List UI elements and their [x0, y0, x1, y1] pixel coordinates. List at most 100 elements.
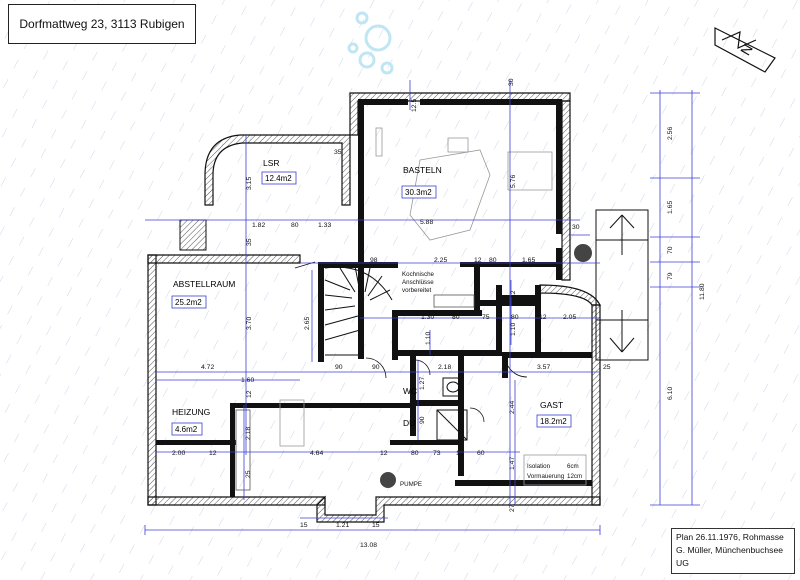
- room-heizung-name: HEIZUNG: [172, 407, 210, 417]
- dim-label: 1.21: [336, 522, 349, 529]
- dim-label: 80: [291, 222, 299, 229]
- dim-label: 12: [510, 290, 517, 298]
- dim-label: 4.72: [201, 364, 214, 371]
- dim-label: 5.88: [420, 219, 433, 226]
- dim-label: 73: [433, 450, 441, 457]
- dim-label: 75: [482, 314, 490, 321]
- tank-symbol: [574, 244, 592, 262]
- dim-label: 1.33: [318, 222, 331, 229]
- staircase: [324, 265, 393, 356]
- dim-label: 2.05: [563, 314, 576, 321]
- dim-label: 6.10: [667, 387, 674, 400]
- dim-label: 3.57: [537, 364, 550, 371]
- dim-label: 2.25: [434, 257, 447, 264]
- dim-label: 1.10: [510, 323, 517, 336]
- room-abstellraum-area: 25.2m2: [175, 298, 202, 307]
- dim-label: 11.80: [699, 283, 706, 300]
- dim-label: 1.65: [667, 201, 674, 214]
- dim-label: 90: [372, 364, 380, 371]
- dim-label: 27: [509, 504, 516, 512]
- note-kitchen-2: Anschlüsse: [402, 279, 434, 286]
- dim-label: 30: [508, 78, 515, 86]
- dim-label: 12: [380, 450, 388, 457]
- dim-label: 70: [667, 246, 674, 254]
- stamp-line-2: G. Müller, Münchenbuchsee: [676, 545, 784, 555]
- stamp-line-3: UG: [676, 558, 689, 568]
- dim-label: 12: [456, 450, 464, 457]
- note-vormauerung-val: 12cm: [567, 473, 582, 480]
- dim-label: 35: [334, 149, 342, 156]
- dim-label: 2.18: [438, 364, 451, 371]
- room-lsr-area: 12.4m2: [265, 174, 292, 183]
- dim-label: 1.27: [419, 377, 426, 390]
- dim-label: 12: [474, 257, 482, 264]
- dim-label: 35: [246, 238, 253, 246]
- room-basteln-name: BASTELN: [403, 165, 442, 175]
- interior-walls: [156, 99, 592, 497]
- address-title: Dorfmattweg 23, 3113 Rubigen: [19, 17, 185, 31]
- note-pumpe: PUMPE: [400, 481, 422, 488]
- dim-label: 80: [489, 257, 497, 264]
- note-isolation: Isolation: [527, 463, 551, 470]
- pump-symbol: [380, 472, 396, 488]
- dimension-lines: [144, 80, 700, 535]
- dim-label: 12: [539, 314, 547, 321]
- stamp-line-1: Plan 26.11.1976, Rohmasse: [676, 532, 784, 542]
- dim-label: 90: [335, 364, 343, 371]
- dim-label: 15: [372, 522, 380, 529]
- dim-label: 1.65: [522, 257, 535, 264]
- dim-label: 2.65: [304, 317, 311, 330]
- note-isolation-val: 6cm: [567, 463, 579, 470]
- dim-label: 90: [419, 416, 426, 424]
- dim-label: 3.15: [246, 177, 253, 190]
- room-lsr-name: LSR: [263, 158, 280, 168]
- note-kitchen-1: Kochnische: [402, 271, 435, 278]
- plan-notes: Kochnische Anschlüsse vorbereitet PUMPE …: [400, 271, 582, 488]
- dim-label: 12: [246, 390, 253, 398]
- dim-label: 98: [370, 257, 378, 264]
- dim-label: 79: [667, 272, 674, 280]
- dim-label: 2.18: [245, 427, 252, 440]
- dim-label: 60: [477, 450, 485, 457]
- dim-label: 1.10: [425, 332, 432, 345]
- room-abstellraum-name: ABSTELLRAUM: [173, 279, 235, 289]
- sanitary-fixtures: [436, 377, 468, 441]
- dim-label: 2.56: [667, 127, 674, 140]
- dim-label: 2.00: [172, 450, 185, 457]
- dim-label: 15: [300, 522, 308, 529]
- dimension-labels: 30 12.5 35 3.15 5.76 2.56 1.65 70 79 11.…: [172, 78, 706, 549]
- room-labels: LSR 12.4m2 BASTELN 30.3m2 ABSTELLRAUM 25…: [171, 158, 572, 436]
- dim-label: 4.64: [310, 450, 323, 457]
- dim-label: 1.82: [252, 222, 265, 229]
- room-gast-name: GAST: [540, 400, 563, 410]
- room-basteln-area: 30.3m2: [405, 188, 432, 197]
- light-well: [179, 219, 207, 251]
- dim-label: 80: [452, 314, 460, 321]
- dim-label: 80: [411, 450, 419, 457]
- room-heizung-area: 4.6m2: [175, 425, 198, 434]
- dim-label: 12: [209, 450, 217, 457]
- dim-label: 30: [572, 224, 580, 231]
- note-kitchen-3: vorbereitet: [402, 287, 432, 294]
- dim-label: 13.08: [360, 542, 377, 549]
- dim-label: 1.47: [509, 457, 516, 470]
- address-title-box: Dorfmattweg 23, 3113 Rubigen: [8, 4, 196, 44]
- dim-label: 2.44: [509, 401, 516, 414]
- dim-label: 25: [603, 364, 611, 371]
- room-wc-name: WC: [403, 386, 417, 396]
- dim-label: 1.30: [421, 314, 434, 321]
- bubbles-decoration: [347, 11, 394, 75]
- plan-stamp: Plan 26.11.1976, Rohmasse G. Müller, Mün…: [671, 528, 795, 574]
- room-du-name: DU: [403, 418, 415, 428]
- exterior-stair: [595, 209, 649, 361]
- dim-label: 3.70: [246, 317, 253, 330]
- note-vormauerung: Vormauerung: [527, 473, 565, 480]
- dim-label: 12.5: [411, 99, 418, 112]
- furniture-sketch: [235, 127, 587, 491]
- dim-label: 25: [245, 470, 252, 478]
- room-gast-area: 18.2m2: [540, 417, 567, 426]
- dim-label: 1.60: [241, 377, 254, 384]
- dim-label: 80: [511, 314, 519, 321]
